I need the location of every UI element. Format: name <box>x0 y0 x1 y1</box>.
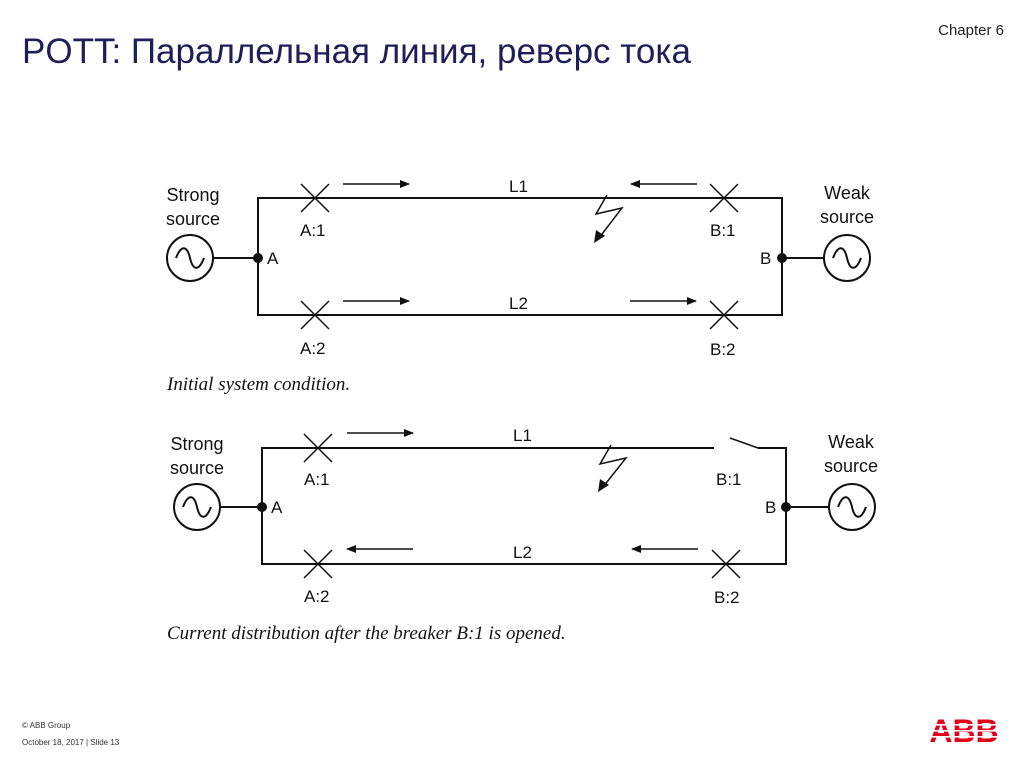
line-l2-wire <box>261 507 787 565</box>
breaker-b2-icon <box>711 549 741 579</box>
bus-a-dot <box>257 502 267 512</box>
weak-source-label-1: Weak <box>824 183 871 203</box>
label-l1: L1 <box>509 177 528 196</box>
chapter-label: Chapter 6 <box>938 22 1004 39</box>
label-breaker-b1: B:1 <box>710 221 736 240</box>
label-l2: L2 <box>513 543 532 562</box>
label-breaker-b2: B:2 <box>710 340 736 359</box>
breaker-a1-icon <box>300 183 330 213</box>
label-bus-b: B <box>760 249 771 268</box>
label-breaker-b2: B:2 <box>714 588 740 607</box>
diagram-initial-labels: L1 L2 A B A:1 B:1 A:2 B:2 Strong source … <box>166 177 874 395</box>
strong-source-label-1: Strong <box>170 434 223 454</box>
label-bus-b: B <box>765 498 776 517</box>
breaker-b1-open-contact <box>729 437 759 449</box>
strong-source-icon <box>173 483 221 531</box>
caption-after-b1-open: Current distribution after the breaker B… <box>167 623 566 644</box>
diagram-after-labels: L1 L2 A B A:1 B:1 A:2 B:2 Strong source … <box>167 426 878 644</box>
line-l1-wire <box>261 447 714 507</box>
bus-b-dot <box>781 502 791 512</box>
breaker-a2-icon <box>300 300 330 330</box>
bus-a-dot <box>253 253 263 263</box>
footer-copyright: © ABB Group <box>22 721 71 730</box>
label-bus-a: A <box>267 249 279 268</box>
caption-initial: Initial system condition. <box>166 374 350 395</box>
line-l1-wire-b-side <box>758 447 787 507</box>
strong-source-label-2: source <box>170 458 224 478</box>
line-l2-wire <box>257 258 783 316</box>
fault-lightning-icon <box>598 444 628 488</box>
page-title: POTT: Параллельная линия, реверс тока <box>22 32 691 71</box>
breaker-b1-icon <box>709 183 739 213</box>
fault-arrowhead <box>598 479 609 492</box>
strong-source-icon <box>166 234 214 282</box>
label-l1: L1 <box>513 426 532 445</box>
fault-lightning-icon <box>594 194 624 239</box>
strong-source-label-1: Strong <box>166 185 219 205</box>
weak-source-icon <box>828 483 876 531</box>
label-l2: L2 <box>509 294 528 313</box>
bus-b-dot <box>777 253 787 263</box>
abb-logo: ABB <box>928 714 1000 746</box>
label-breaker-a1: A:1 <box>304 470 330 489</box>
diagram-after-b1-open <box>173 429 876 579</box>
weak-source-label-1: Weak <box>828 432 875 452</box>
weak-source-icon <box>823 234 871 282</box>
label-bus-a: A <box>271 498 283 517</box>
label-breaker-a2: A:2 <box>304 587 330 606</box>
breaker-a2-icon <box>303 549 333 579</box>
diagram-initial <box>166 180 871 330</box>
line-l1-wire <box>257 197 783 258</box>
label-breaker-a1: A:1 <box>300 221 326 240</box>
strong-source-label-2: source <box>166 209 220 229</box>
label-breaker-a2: A:2 <box>300 339 326 358</box>
label-breaker-b1: B:1 <box>716 470 742 489</box>
footer-date-slide: October 18, 2017 | Slide 13 <box>22 738 120 747</box>
breaker-b2-icon <box>709 300 739 330</box>
breaker-a1-icon <box>303 433 333 463</box>
weak-source-label-2: source <box>824 456 878 476</box>
fault-arrowhead <box>594 230 605 243</box>
weak-source-label-2: source <box>820 207 874 227</box>
